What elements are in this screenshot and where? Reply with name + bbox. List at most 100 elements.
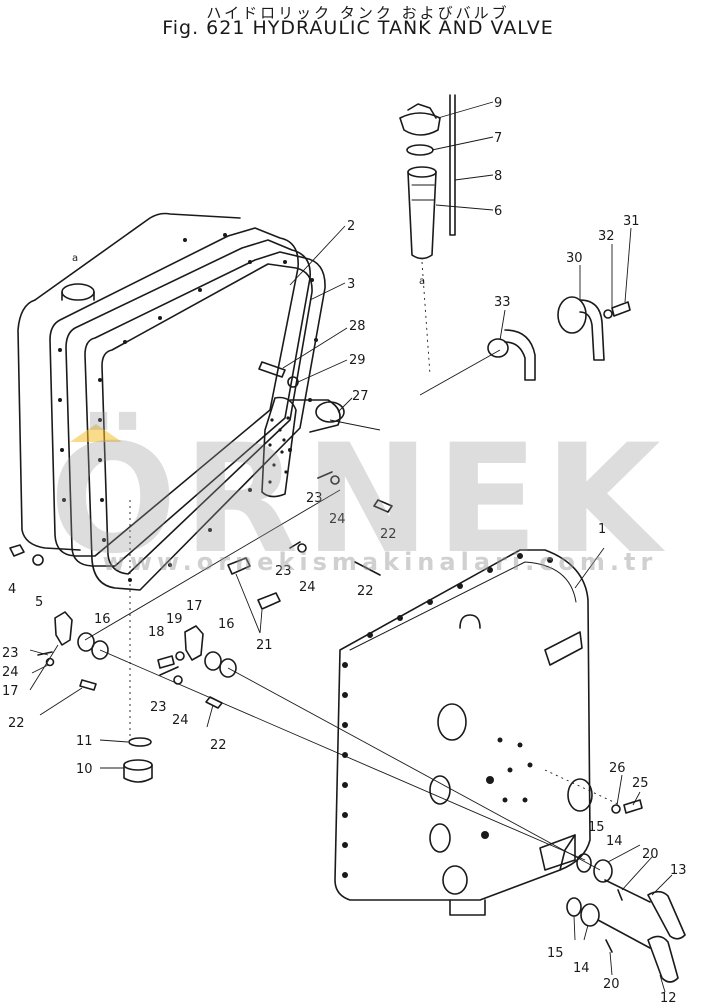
collar-16-left-b [91,640,109,660]
o-ring-15-a [576,853,592,873]
callout-20-lower: 20 [603,977,620,992]
dipstick-8 [449,94,456,236]
pin-28 [258,361,286,378]
callout-28: 28 [349,319,366,334]
washer-19 [175,651,185,661]
pin-4 [9,544,25,557]
washer-5 [32,554,44,566]
pin-22-d [205,696,223,709]
tank-frame [84,251,326,591]
callout-32: 32 [598,229,615,244]
tank-cover-plate [17,212,241,551]
callout-9: 9 [494,96,502,111]
reference-a-cover: a [72,253,78,264]
callout-17-center: 17 [186,599,203,614]
block-21-a [227,557,251,575]
callout-16-center: 16 [218,617,235,632]
callout-14-lower: 14 [573,961,590,976]
callout-33: 33 [494,295,511,310]
callout-23-center: 23 [150,700,167,715]
seal-14-b [580,903,600,927]
bracket-17-center [184,625,204,661]
reference-a-filter: a [419,276,425,287]
elbow-30 [557,296,605,361]
callout-23-mid: 23 [275,564,292,579]
block-21-b [257,592,281,610]
callout-19: 19 [166,612,183,627]
callout-18: 18 [148,625,165,640]
pin-22-c [79,679,97,691]
callout-25: 25 [632,776,649,791]
callout-13: 13 [670,863,687,878]
lever-12 [597,919,679,983]
callout-2: 2 [347,219,355,234]
pin-23-d [159,666,179,676]
page-title-japanese: ハイドロリック タンク およびバルブ [206,4,510,22]
assembly-centerlines [84,261,621,871]
callout-24-mid: 24 [299,580,316,595]
callout-1: 1 [598,522,606,537]
pin-22-b [354,561,381,576]
frame-bolt-holes [58,233,318,582]
callout-31: 31 [623,214,640,229]
leader-lines [29,101,673,993]
pin-22-a [373,499,393,513]
pin-20-b [605,939,613,953]
callout-22-left: 22 [8,716,25,731]
drain-plug-10 [123,759,153,783]
o-ring-11 [128,737,152,747]
pin-23-c [37,651,53,656]
hydraulic-tank-1 [334,549,593,916]
washer-24-b [297,543,307,553]
callout-21: 21 [256,638,273,653]
page-title: Fig. 621 HYDRAULIC TANK AND VALVE [162,17,554,39]
pin-20-a [617,889,623,901]
watermark-brand: ÖRNEK [49,413,667,587]
callout-7: 7 [494,131,502,146]
tank-body-bolts [342,553,553,878]
callout-15-upper: 15 [588,820,605,835]
callout-26: 26 [609,761,626,776]
gasket-2 [65,239,311,567]
bolt-31 [611,301,631,317]
bolt-25 [623,799,643,814]
seal-14-a [593,859,613,883]
callout-22-center: 22 [210,738,227,753]
pipe-33 [487,329,536,381]
callout-17-left: 17 [2,684,19,699]
callout-4: 4 [8,582,16,597]
callout-24-left: 24 [2,665,19,680]
callout-3: 3 [347,277,355,292]
callout-24-top: 24 [329,512,346,527]
snap-ring-7 [406,144,434,156]
bracket-17-left [54,611,73,646]
watermark-accent [70,424,122,442]
pin-23-b [289,541,301,549]
gasket-3 [49,227,299,557]
callout-5: 5 [35,595,43,610]
bolt-18 [157,655,175,669]
callout-10: 10 [76,762,93,777]
washer-26 [611,804,621,814]
callout-23-left: 23 [2,646,19,661]
tank-frame-inner [101,263,313,575]
watermark-url: www.ornekismakinalari.com.tr [102,548,658,576]
o-ring-15-b [566,897,582,917]
callout-8: 8 [494,169,502,184]
callout-6: 6 [494,204,502,219]
washer-24-a [330,475,340,485]
filter-element-6 [407,166,437,260]
collar-16-center-a [204,651,222,671]
pin-23-a [317,471,333,479]
washer-32 [603,309,613,319]
collar-16-left-a [77,632,95,652]
callout-11: 11 [76,734,93,749]
callout-30: 30 [566,251,583,266]
callout-22-mid: 22 [357,584,374,599]
callout-24-center: 24 [172,713,189,728]
callout-22-top: 22 [380,527,397,542]
callout-14-upper: 14 [606,834,623,849]
collar-16-center-b [219,658,237,678]
filler-cap-9 [399,103,441,136]
